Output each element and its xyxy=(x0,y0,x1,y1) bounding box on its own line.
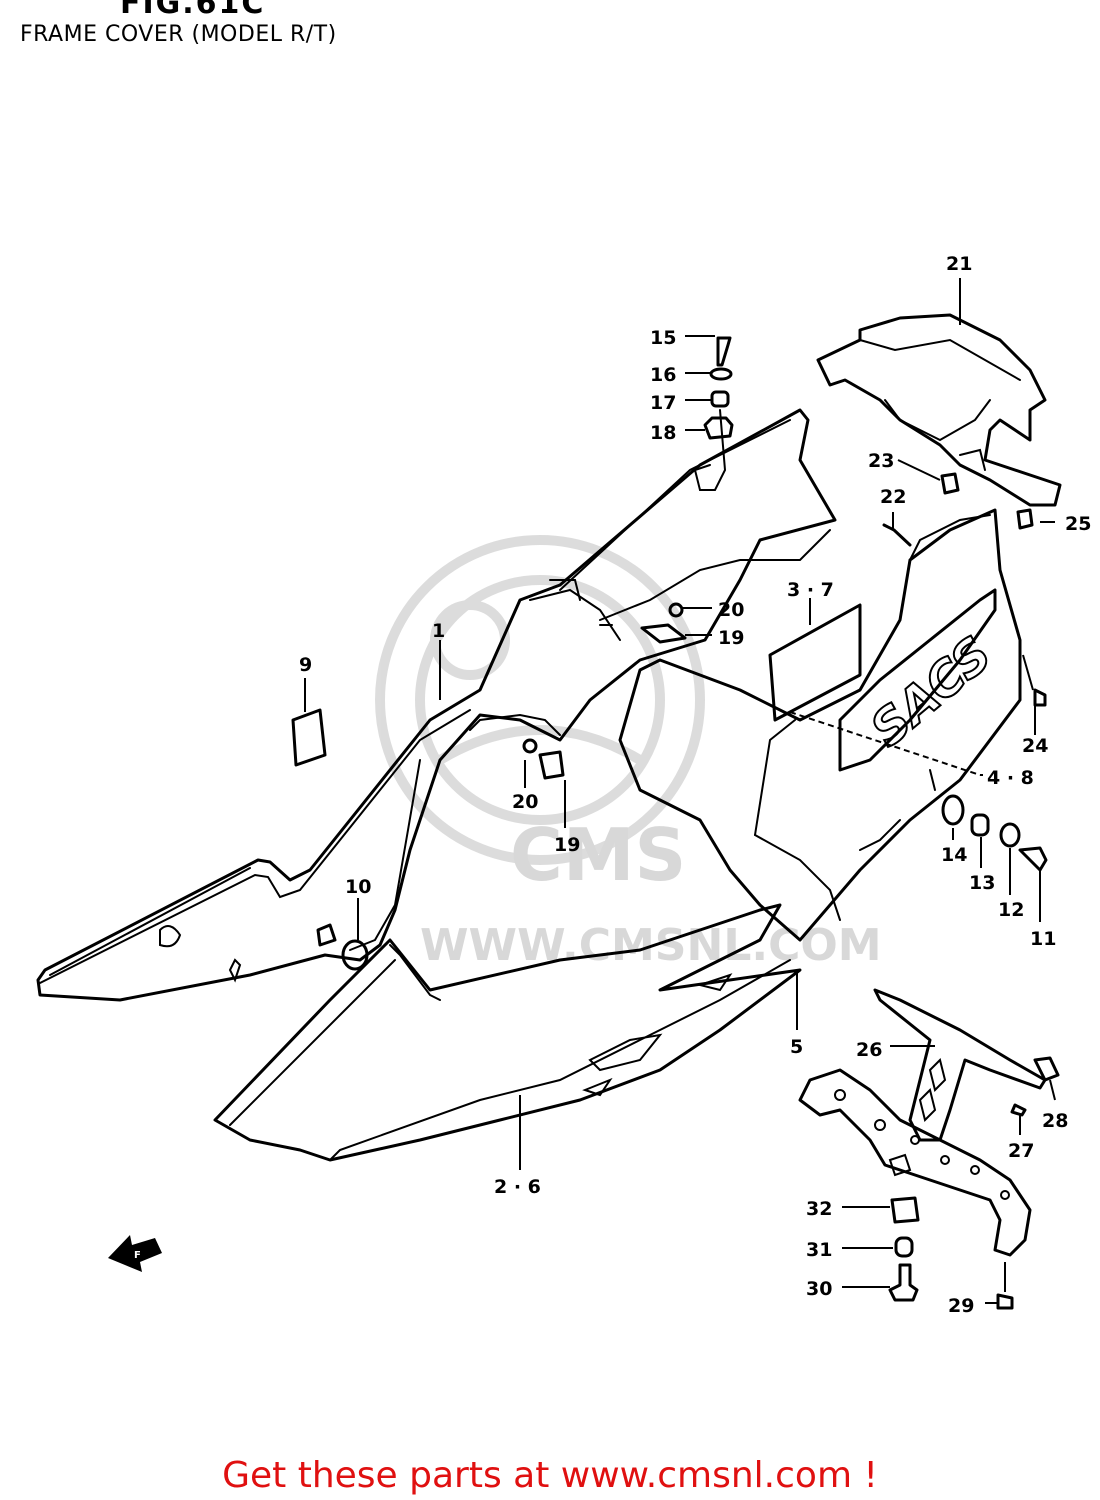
callout-26: 26 xyxy=(856,1039,882,1061)
footer-promo-link[interactable]: Get these parts at www.cmsnl.com ! xyxy=(222,1455,878,1496)
callout-4-8: 4 · 8 xyxy=(987,767,1034,789)
callout-25: 25 xyxy=(1065,513,1091,535)
callout-30: 30 xyxy=(806,1278,832,1300)
callout-22: 22 xyxy=(880,486,906,508)
callout-2-6: 2 · 6 xyxy=(494,1176,541,1198)
front-direction-arrow-icon: F xyxy=(108,1235,162,1272)
callout-11: 11 xyxy=(1030,928,1056,950)
callout-10: 10 xyxy=(345,876,371,898)
callout-1: 1 xyxy=(432,620,445,642)
callout-23: 23 xyxy=(868,450,894,472)
tail-piece-part-21 xyxy=(816,313,1062,507)
watermark-brand: CMS xyxy=(510,813,686,897)
callout-16: 16 xyxy=(650,364,676,386)
callout-20: 20 xyxy=(718,599,744,621)
callout-3-7: 3 · 7 xyxy=(787,579,834,601)
callout-17: 17 xyxy=(650,392,676,414)
callout-15: 15 xyxy=(650,327,676,349)
callout-18: 18 xyxy=(650,422,676,444)
callout-labels: 21 15 16 17 18 23 22 25 3 · 7 20 19 1 9 … xyxy=(299,253,1091,1317)
figure-reference: FIG.61C xyxy=(120,0,266,21)
diagram-subtitle: FRAME COVER (MODEL R/T) xyxy=(20,22,337,47)
callout-27: 27 xyxy=(1008,1140,1034,1162)
callout-14: 14 xyxy=(941,844,967,866)
callout-9: 9 xyxy=(299,654,312,676)
parts-diagram: CMS WWW.CMSNL.COM xyxy=(36,253,1091,1317)
sticker-part-3-7 xyxy=(768,603,862,722)
callout-12: 12 xyxy=(998,899,1024,921)
leader-lines xyxy=(304,278,1056,1304)
inner-frame-cover-part-1 xyxy=(36,408,837,1002)
callout-29: 29 xyxy=(948,1295,974,1317)
callout-32: 32 xyxy=(806,1198,832,1220)
decal-text: SACS xyxy=(860,626,1002,758)
callout-21: 21 xyxy=(946,253,972,275)
callout-13: 13 xyxy=(969,872,995,894)
callout-28: 28 xyxy=(1042,1110,1068,1132)
tail-cowl-part-2-6 xyxy=(213,903,802,1162)
bracket-part-26 xyxy=(873,988,1047,1142)
callout-31: 31 xyxy=(806,1239,832,1261)
hardware-parts xyxy=(316,336,1060,1310)
callout-20-b: 20 xyxy=(512,791,538,813)
callout-24: 24 xyxy=(1022,735,1048,757)
direction-arrow-label: F xyxy=(134,1250,141,1261)
side-cover-part-5 xyxy=(618,508,1022,942)
emblem-part-9 xyxy=(291,708,327,767)
callout-19: 19 xyxy=(718,627,744,649)
watermark-logo: CMS WWW.CMSNL.COM xyxy=(375,535,882,971)
mounting-bracket xyxy=(798,1068,1032,1257)
callout-19-b: 19 xyxy=(554,834,580,856)
callout-5: 5 xyxy=(790,1036,803,1058)
